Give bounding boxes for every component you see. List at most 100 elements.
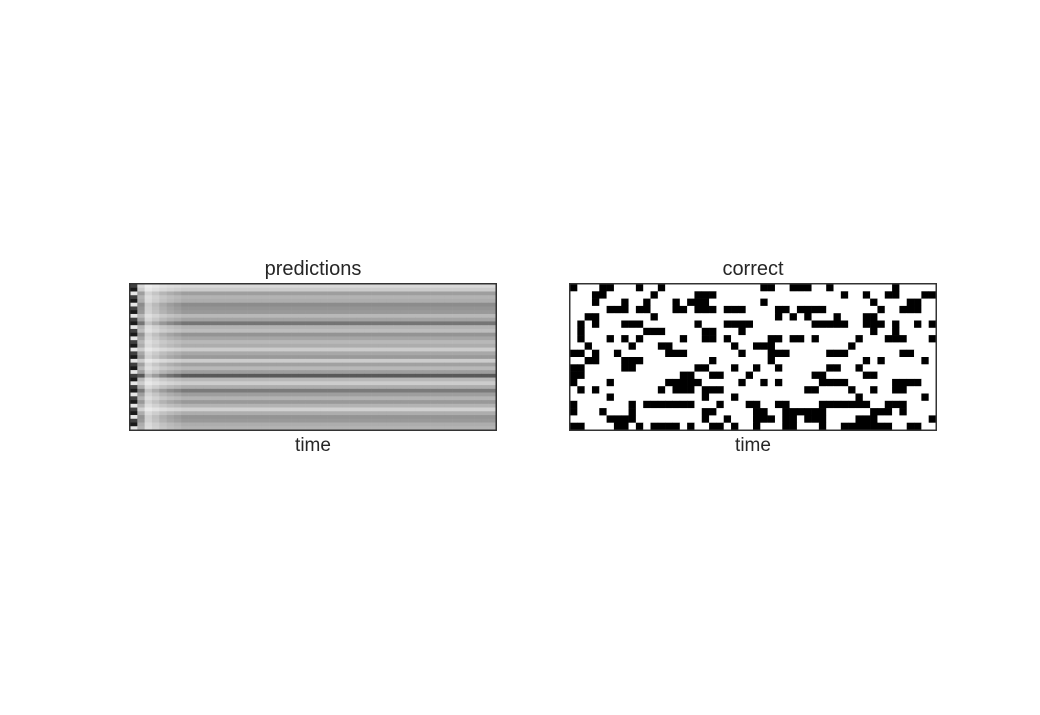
correct-cell: [848, 400, 856, 409]
predictions-cell: [195, 366, 204, 371]
correct-cell: [855, 378, 864, 387]
correct-cell: [899, 393, 908, 402]
predictions-cell: [393, 325, 402, 330]
correct-cell: [767, 357, 776, 365]
predictions-cell: [371, 328, 380, 333]
predictions-cell: [261, 284, 270, 289]
predictions-cell: [210, 407, 219, 412]
correct-cell: [716, 378, 725, 387]
predictions-cell: [254, 418, 263, 423]
predictions-cell: [203, 298, 211, 304]
correct-cell: [723, 320, 732, 329]
predictions-cell: [144, 317, 153, 322]
predictions-cell: [452, 388, 460, 393]
predictions-cell: [444, 362, 453, 367]
correct-cell: [650, 378, 659, 387]
correct-cell: [848, 378, 856, 387]
predictions-cell: [232, 291, 241, 296]
predictions-cell: [488, 351, 497, 356]
correct-cell: [650, 400, 659, 409]
predictions-cell: [166, 370, 175, 375]
correct-cell: [884, 422, 893, 431]
predictions-cell: [188, 287, 197, 292]
predictions-cell: [151, 298, 160, 304]
predictions-cell: [239, 381, 248, 386]
predictions-cell: [459, 336, 468, 341]
correct-cell: [892, 393, 900, 402]
predictions-cell: [254, 422, 263, 427]
predictions-cell: [247, 377, 255, 382]
correct-cell: [570, 386, 578, 394]
correct-cell: [848, 364, 856, 372]
correct-cell: [672, 291, 681, 299]
predictions-cell: [305, 302, 314, 307]
predictions-cell: [327, 298, 336, 304]
predictions-cell: [166, 411, 175, 416]
correct-cell: [591, 342, 600, 350]
predictions-cell: [144, 355, 153, 360]
correct-cell: [811, 298, 820, 307]
predictions-cell: [334, 426, 343, 431]
predictions-cell: [371, 313, 380, 318]
predictions-cell: [334, 347, 343, 352]
correct-cell: [701, 342, 710, 350]
predictions-cell: [217, 287, 226, 292]
predictions-cell: [393, 385, 402, 390]
correct-cell: [892, 335, 900, 343]
predictions-cell: [269, 355, 277, 360]
predictions-cell: [313, 407, 321, 412]
predictions-cell: [261, 400, 270, 405]
predictions-cell: [415, 336, 424, 341]
predictions-cell: [269, 306, 277, 311]
correct-cell: [782, 400, 790, 409]
predictions-cell: [210, 313, 219, 318]
predictions-cell: [283, 366, 292, 371]
predictions-cell: [378, 418, 387, 423]
predictions-cell: [217, 388, 226, 393]
predictions-cell: [239, 370, 248, 375]
predictions-cell: [232, 370, 241, 375]
predictions-cell: [305, 347, 314, 352]
predictions-cell: [269, 291, 277, 296]
predictions-cell: [166, 306, 175, 311]
predictions-cell: [166, 340, 175, 345]
predictions-cell: [430, 403, 438, 408]
correct-cell: [753, 422, 761, 431]
predictions-cell: [210, 403, 219, 408]
predictions-cell: [247, 415, 255, 420]
predictions-cell: [130, 381, 138, 386]
correct-cell: [643, 349, 651, 358]
predictions-cell: [474, 403, 482, 408]
predictions-cell: [188, 332, 197, 337]
predictions-cell: [239, 287, 248, 292]
correct-cell: [701, 349, 710, 358]
correct-cell: [657, 335, 666, 343]
predictions-cell: [408, 366, 416, 371]
predictions-cell: [444, 287, 453, 292]
correct-cell: [731, 335, 739, 343]
correct-cell: [621, 320, 629, 329]
predictions-cell: [342, 422, 350, 427]
predictions-cell: [342, 302, 350, 307]
predictions-cell: [349, 381, 358, 386]
predictions-cell: [422, 381, 431, 386]
predictions-cell: [217, 340, 226, 345]
correct-cell: [570, 371, 578, 380]
correct-cell: [906, 342, 915, 350]
correct-cell: [591, 371, 600, 380]
predictions-cell: [298, 381, 306, 386]
predictions-cell: [466, 377, 475, 382]
predictions-cell: [320, 351, 328, 356]
correct-cell: [716, 305, 725, 314]
correct-cell: [635, 371, 644, 380]
predictions-cell: [232, 295, 241, 300]
predictions-cell: [452, 325, 460, 330]
correct-cell: [914, 393, 922, 402]
predictions-cell: [203, 355, 211, 360]
correct-cell: [855, 408, 864, 416]
predictions-cell: [203, 310, 211, 315]
predictions-cell: [254, 362, 263, 367]
predictions-cell: [371, 377, 380, 382]
correct-cell: [921, 357, 929, 365]
predictions-cell: [137, 396, 145, 401]
